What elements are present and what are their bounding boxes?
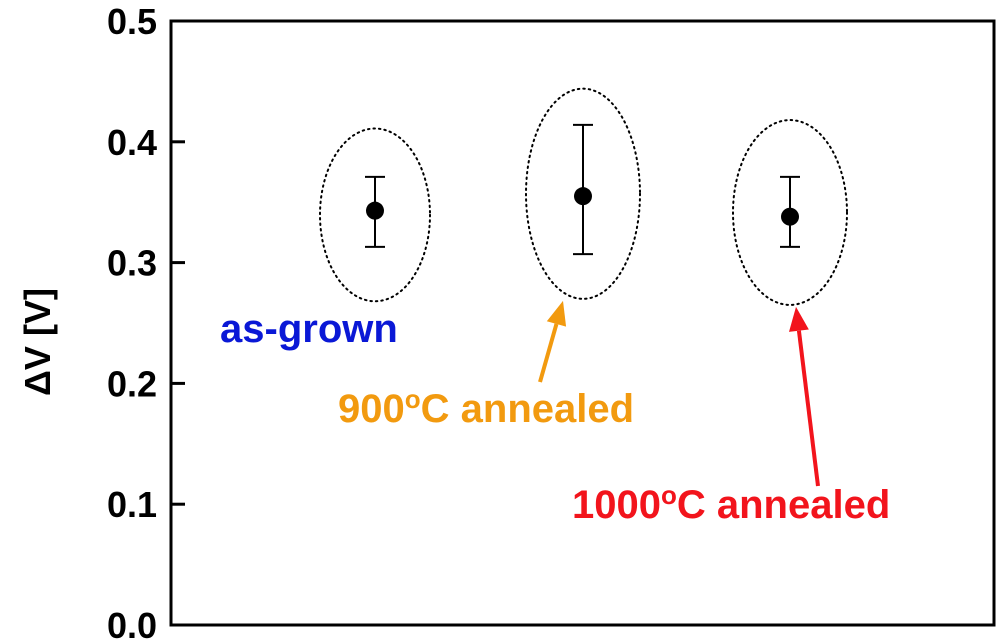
data-point bbox=[781, 207, 799, 226]
arrow-900c-shaft bbox=[538, 323, 559, 383]
annotation-900c-sup: o bbox=[405, 384, 421, 414]
y-tick-label: 0.4 bbox=[107, 122, 157, 163]
group-ellipse bbox=[732, 119, 848, 306]
annotation-1000c-sup: o bbox=[661, 480, 677, 510]
y-tick-label: 0.1 bbox=[107, 484, 157, 525]
y-tick-label: 0.2 bbox=[107, 363, 157, 404]
annotation-1000c: 1000oC annealed bbox=[572, 480, 890, 527]
plot-frame bbox=[169, 19, 996, 627]
annotation-as-grown: as-grown bbox=[220, 307, 398, 351]
grouping-ellipses bbox=[319, 87, 848, 306]
y-axis-title: ΔV [V] bbox=[17, 288, 58, 396]
annotation-arrows bbox=[538, 300, 820, 487]
data-markers bbox=[365, 123, 800, 256]
annotation-as-grown-main: as-grown bbox=[220, 307, 398, 351]
y-axis-ticks: 0.0 0.1 0.2 0.3 0.4 0.5 bbox=[107, 1, 185, 639]
annotation-900c-main: 900 bbox=[338, 387, 405, 431]
arrow-1000c-shaft bbox=[796, 330, 820, 487]
y-tick-label: 0.5 bbox=[107, 1, 157, 42]
group-ellipse bbox=[525, 87, 641, 300]
annotation-900c-tail: C annealed bbox=[421, 387, 634, 431]
annotation-1000c-main: 1000 bbox=[572, 483, 661, 527]
arrow-1000c-head bbox=[789, 306, 809, 332]
annotation-900c: 900oC annealed bbox=[338, 384, 634, 431]
group-ellipse bbox=[319, 127, 431, 303]
annotation-1000c-tail: C annealed bbox=[677, 483, 890, 527]
y-tick-label: 0.3 bbox=[107, 243, 157, 284]
data-point bbox=[366, 201, 384, 220]
y-tick-label: 0.0 bbox=[107, 605, 157, 639]
data-point bbox=[574, 187, 592, 206]
arrow-900c-head bbox=[546, 300, 567, 327]
